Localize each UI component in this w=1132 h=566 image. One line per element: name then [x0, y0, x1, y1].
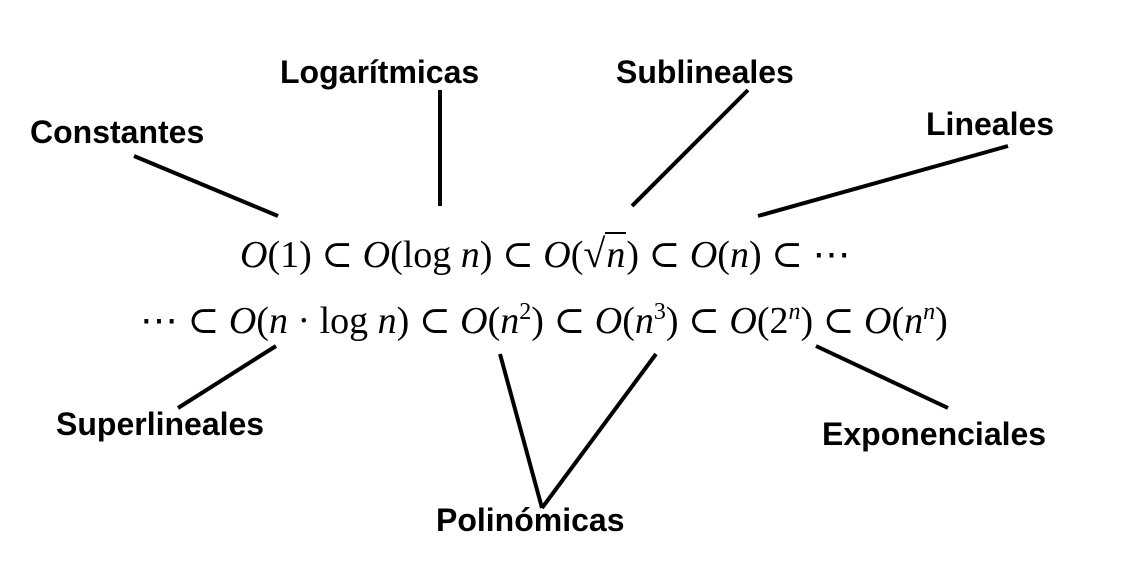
term-onlogn: O(n · log n)	[228, 300, 410, 342]
math-line-1: O(1) ⊂ O(log n) ⊂ O(√n) ⊂ O(n) ⊂ ⋯	[240, 231, 851, 276]
subset-symbol: ⊂	[321, 234, 354, 276]
connector-lineales	[757, 144, 1009, 218]
term-o2n: O(2n)	[729, 299, 814, 342]
connector-polinomicas-n2	[498, 353, 544, 509]
subset-symbol: ⊂	[771, 234, 803, 276]
term-on2: O(n2)	[460, 299, 544, 342]
label-exponenciales: Exponenciales	[822, 416, 1047, 452]
subset-symbol: ⊂	[553, 300, 586, 342]
subset-symbol: ⊂	[648, 234, 681, 276]
connector-constantes	[133, 154, 279, 218]
term-osqrtn: O(√n)	[543, 231, 639, 276]
connector-polinomicas-n3	[540, 352, 658, 510]
subset-symbol: ⊂	[501, 234, 534, 276]
ellipsis: ⋯	[812, 234, 851, 276]
term-o1: O(1)	[240, 234, 312, 276]
label-constantes: Constantes	[30, 114, 205, 150]
term-on: O(n)	[689, 234, 762, 276]
label-sublineales: Sublineales	[616, 54, 794, 90]
term-onn: O(nn)	[864, 299, 948, 342]
label-polinomicas: Polinómicas	[436, 502, 625, 538]
label-logaritmicas: Logarítmicas	[280, 54, 480, 90]
ellipsis: ⋯	[140, 300, 178, 342]
subset-symbol: ⊂	[187, 300, 220, 342]
math-line-2: ⋯ ⊂ O(n · log n) ⊂ O(n2) ⊂ O(n3) ⊂ O(2n)…	[140, 299, 948, 342]
label-superlineales: Superlineales	[56, 406, 265, 442]
connector-sublineales	[630, 88, 750, 208]
subset-symbol: ⊂	[822, 300, 855, 342]
connector-exponenciales	[815, 344, 949, 410]
subset-symbol: ⊂	[688, 300, 720, 342]
subset-symbol: ⊂	[418, 300, 451, 342]
term-ologn: O(log n)	[362, 234, 493, 276]
label-lineales: Lineales	[926, 106, 1055, 142]
connector-superlineales	[176, 344, 278, 410]
term-on3: O(n3)	[594, 299, 679, 342]
